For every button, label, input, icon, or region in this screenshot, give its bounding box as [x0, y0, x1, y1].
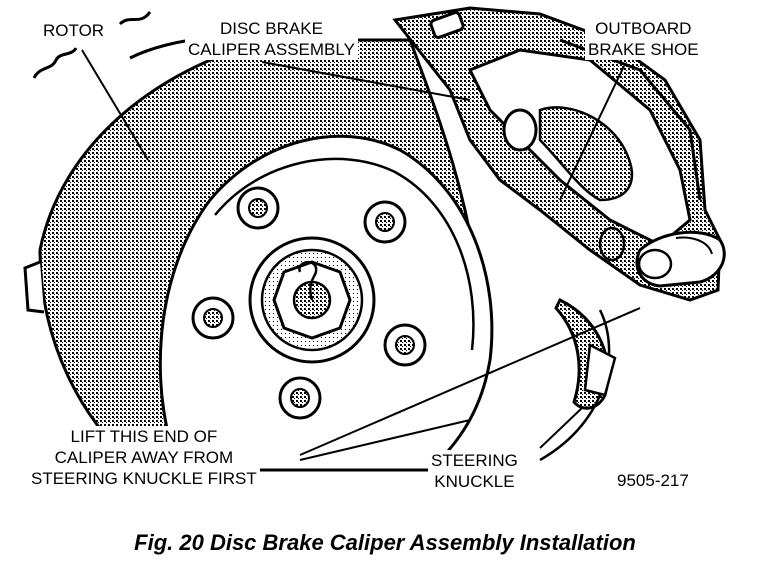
caliper-assembly	[392, 6, 726, 302]
label-caliper-line2: CALIPER ASSEMBLY	[188, 40, 355, 59]
break-mark	[32, 47, 78, 79]
hub	[158, 134, 494, 472]
label-lift-line2: CALIPER AWAY FROM	[54, 448, 234, 467]
label-lift-line1: LIFT THIS END OF	[70, 427, 218, 446]
label-lift-instruction: LIFT THIS END OF CALIPER AWAY FROM STEER…	[28, 426, 260, 489]
label-shoe-line2: BRAKE SHOE	[588, 40, 699, 59]
lug-nut	[363, 200, 407, 244]
break-mark	[118, 11, 152, 26]
steering-knuckle	[539, 297, 617, 462]
spindle-nut	[248, 236, 376, 364]
leader-lift-end-2	[299, 419, 471, 461]
label-shoe-line1: OUTBOARD	[595, 19, 692, 38]
label-caliper-assembly: DISC BRAKE CALIPER ASSEMBLY	[185, 18, 358, 60]
leader-knuckle	[539, 407, 583, 449]
figure-number: 9505-217	[614, 470, 692, 491]
leader-rotor	[81, 49, 149, 161]
leader-lift-end	[299, 307, 641, 456]
lug-nut	[278, 376, 322, 420]
lug-nut	[191, 296, 235, 340]
leader-caliper	[261, 61, 471, 101]
lug-nut	[383, 323, 427, 367]
label-lift-line3: STEERING KNUCKLE FIRST	[31, 469, 257, 488]
label-steering-knuckle: STEERING KNUCKLE	[428, 450, 521, 492]
leader-lines	[81, 49, 641, 461]
leader-brake-shoe	[559, 65, 625, 201]
label-rotor: ROTOR	[40, 20, 108, 41]
label-knuckle-line2: KNUCKLE	[434, 472, 515, 491]
lug-nut	[236, 186, 280, 230]
label-outboard-brake-shoe: OUTBOARD BRAKE SHOE	[585, 18, 702, 60]
hand	[635, 230, 726, 288]
label-knuckle-line1: STEERING	[431, 451, 518, 470]
label-caliper-line1: DISC BRAKE	[219, 19, 323, 38]
figure-caption: Fig. 20 Disc Brake Caliper Assembly Inst…	[134, 530, 636, 555]
